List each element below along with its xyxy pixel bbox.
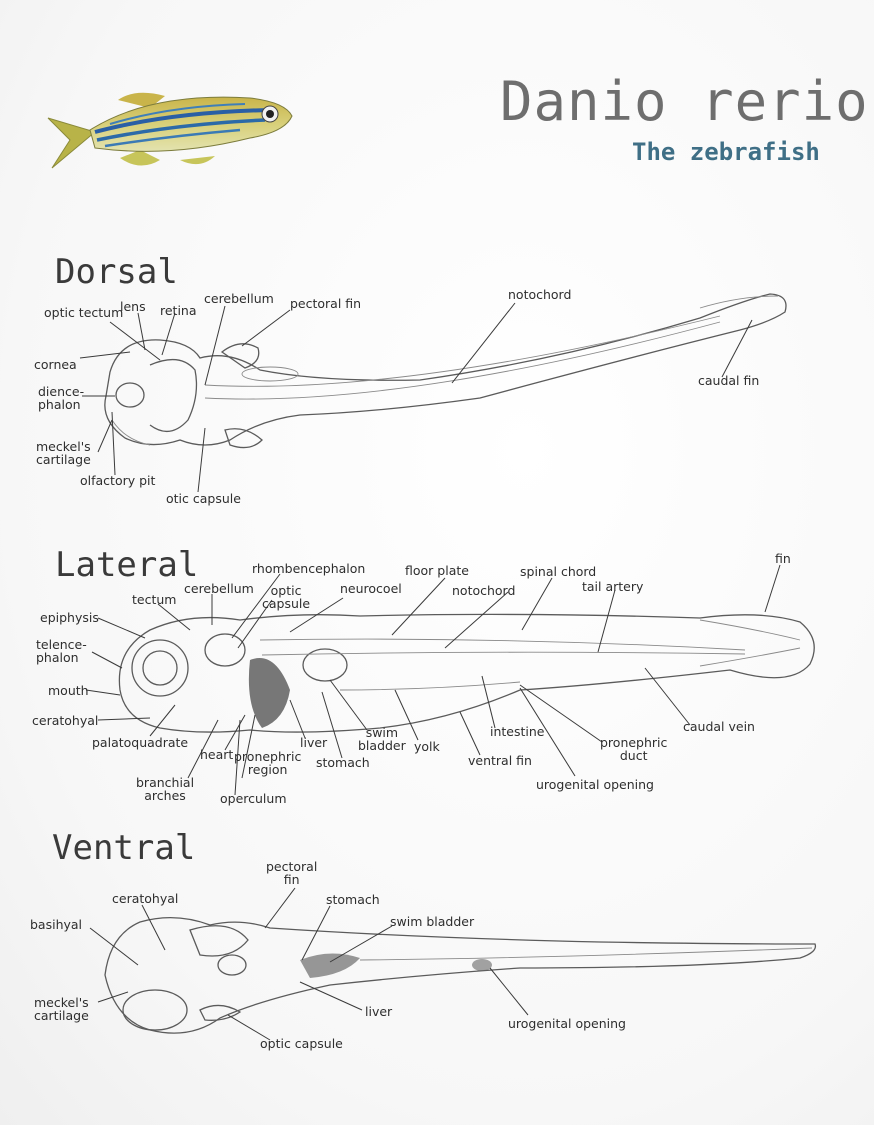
label-branchial-line2: arches — [144, 788, 186, 803]
page-subtitle: The zebrafish — [632, 138, 820, 166]
label-swim-bladder-line1: swim — [365, 725, 399, 740]
label-optic-capsule-ventral: optic capsule — [260, 1036, 343, 1051]
label-swim-bladder-ventral: swim bladder — [390, 914, 475, 929]
label-meckels-line2: cartilage — [36, 452, 91, 467]
label-caudal-vein: caudal vein — [683, 719, 755, 734]
label-cerebellum-dorsal: cerebellum — [204, 291, 274, 306]
label-telencephalon-line2: phalon — [36, 650, 79, 665]
label-diencephalon-line1: dience- — [38, 384, 85, 399]
label-pectoral-fin-line2: fin — [283, 872, 300, 887]
label-telencephalon-line1: telence- — [36, 637, 87, 652]
label-meckels-line1: meckel's — [36, 439, 91, 454]
label-meckels-ventral-line2: cartilage — [34, 1008, 89, 1023]
label-tail-artery: tail artery — [582, 579, 644, 594]
label-pronephric-duct-line2: duct — [619, 748, 648, 763]
lateral-larva-drawing — [118, 613, 815, 733]
label-ventral-fin: ventral fin — [468, 753, 532, 768]
label-mouth: mouth — [48, 683, 89, 698]
label-pectoral-fin-line1: pectoral — [266, 859, 318, 874]
label-yolk: yolk — [414, 739, 440, 754]
label-pronephric-duct-line1: pronephric — [600, 735, 668, 750]
dorsal-larva-drawing — [104, 293, 787, 449]
label-meckels-cartilage-ventral: meckel's cartilage — [34, 996, 89, 1022]
label-notochord-dorsal: notochord — [508, 287, 572, 302]
label-cerebellum-lateral: cerebellum — [184, 581, 254, 596]
label-notochord-lateral: notochord — [452, 583, 516, 598]
lateral-leader-lines — [85, 564, 781, 796]
label-diencephalon-line2: phalon — [38, 397, 81, 412]
label-retina: retina — [160, 303, 197, 318]
label-branchial-arches: branchial arches — [136, 776, 194, 802]
label-branchial-line1: branchial — [136, 775, 195, 790]
label-urogenital-opening-lateral: urogenital opening — [536, 777, 654, 792]
label-epiphysis: epiphysis — [40, 610, 99, 625]
label-urogenital-opening-ventral: urogenital opening — [508, 1016, 626, 1031]
label-caudal-fin: caudal fin — [698, 373, 760, 388]
label-otic-capsule: otic capsule — [166, 491, 241, 506]
label-ceratohyal-ventral: ceratohyal — [112, 891, 179, 906]
label-optic-tectum: optic tectum — [44, 305, 124, 320]
label-meckels-ventral-line1: meckel's — [34, 995, 89, 1010]
label-pronephric-region-line1: pronephric — [234, 749, 302, 764]
label-ceratohyal-lateral: ceratohyal — [32, 713, 99, 728]
label-tectum: tectum — [132, 592, 177, 607]
label-diencephalon: dience- phalon — [38, 385, 84, 411]
label-basihyal: basihyal — [30, 917, 83, 932]
page-title: Danio rerio — [500, 70, 869, 133]
ventral-view-title: Ventral — [52, 828, 196, 868]
label-cornea: cornea — [34, 357, 77, 372]
label-pectoral-fin-ventral: pectoral fin — [266, 860, 317, 886]
label-swim-bladder-line2: bladder — [358, 738, 406, 753]
label-olfactory-pit: olfactory pit — [80, 473, 156, 488]
dorsal-leader-lines — [79, 302, 753, 493]
label-meckels-cartilage-dorsal: meckel's cartilage — [36, 440, 91, 466]
label-fin-lateral: fin — [775, 551, 791, 566]
label-palatoquadrate: palatoquadrate — [92, 735, 189, 750]
ventral-larva-drawing — [104, 917, 817, 1034]
label-optic-capsule-line2: capsule — [262, 596, 311, 611]
label-pectoral-fin-dorsal: pectoral fin — [290, 296, 362, 311]
label-spinal-chord: spinal chord — [520, 564, 597, 579]
label-heart: heart — [200, 747, 234, 762]
label-pronephric-region: pronephric region — [234, 750, 301, 776]
label-floor-plate: floor plate — [405, 563, 469, 578]
label-pronephric-region-line2: region — [247, 762, 288, 777]
label-pronephric-duct: pronephric duct — [600, 736, 667, 762]
dorsal-view-title: Dorsal — [55, 252, 178, 292]
label-rhombencephalon: rhombencephalon — [252, 561, 366, 576]
label-optic-capsule-line1: optic — [270, 583, 302, 598]
label-stomach-ventral: stomach — [326, 892, 380, 907]
label-neurocoel: neurocoel — [340, 581, 402, 596]
label-liver-ventral: liver — [365, 1004, 393, 1019]
label-lens: lens — [120, 299, 146, 314]
lateral-view-title: Lateral — [55, 545, 199, 585]
ventral-leader-lines — [89, 887, 529, 1041]
adult-fish — [47, 92, 293, 169]
label-operculum: operculum — [220, 791, 287, 806]
label-telencephalon: telence- phalon — [36, 638, 87, 664]
label-liver-lateral: liver — [300, 735, 328, 750]
label-intestine: intestine — [490, 724, 545, 739]
label-stomach-lateral: stomach — [316, 755, 370, 770]
label-optic-capsule-lateral: optic capsule — [262, 584, 310, 610]
label-swim-bladder-lateral: swim bladder — [358, 726, 406, 752]
